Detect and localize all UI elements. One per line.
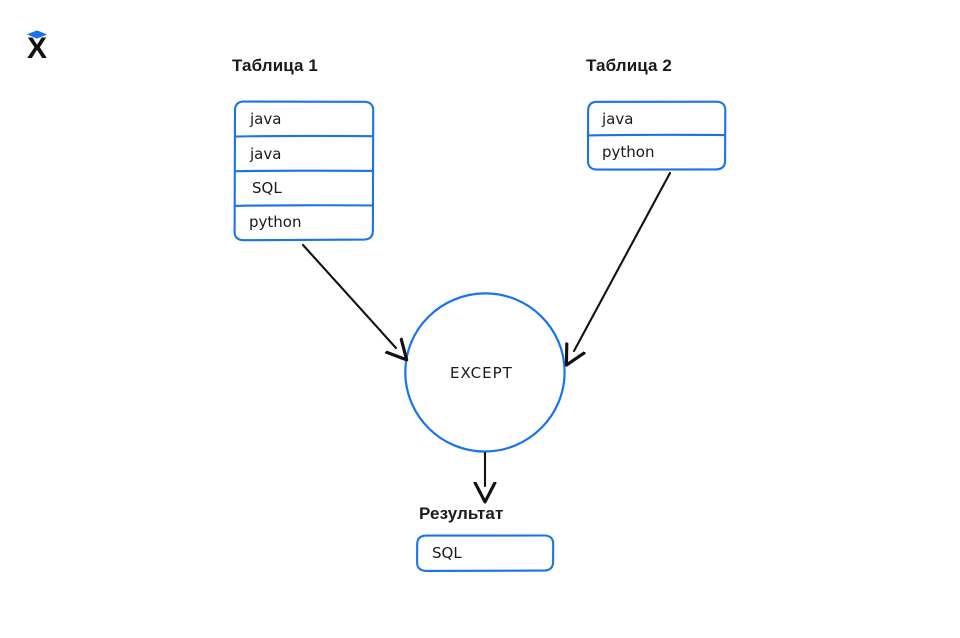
- table1-row-2[interactable]: [234, 172, 374, 206]
- table1-cell-3: python: [249, 213, 302, 231]
- table2-row-0[interactable]: [588, 101, 726, 136]
- table1-caption: Таблица 1: [232, 56, 318, 75]
- table1-row-0[interactable]: [234, 101, 374, 137]
- logo-letter: X: [26, 32, 47, 65]
- table1-row-3[interactable]: [234, 206, 374, 241]
- app-logo[interactable]: X: [20, 22, 54, 64]
- table1-cell-2: SQL: [252, 179, 282, 197]
- table2-caption: Таблица 2: [586, 56, 672, 75]
- table1-row-1[interactable]: [234, 137, 374, 172]
- operator-circle-shape: [404, 292, 566, 453]
- diamond-accent-icon: [26, 30, 48, 39]
- table1-cell-0: java: [250, 110, 282, 128]
- arrow-table2-to-operator: [574, 171, 672, 351]
- table2-shape: [586, 100, 727, 171]
- result-caption: Результат: [419, 504, 504, 523]
- operator-label: EXCEPT: [450, 364, 513, 382]
- table2-row-1[interactable]: [588, 136, 726, 170]
- table2-cell-1: python: [602, 143, 655, 161]
- arrow-table1-to-operator: [301, 243, 396, 348]
- result-box-shape: [416, 534, 555, 572]
- table1-cell-1: java: [250, 145, 282, 163]
- result-row-0[interactable]: [417, 535, 554, 571]
- operator-circle[interactable]: [406, 293, 565, 452]
- table1-shape: [233, 100, 375, 242]
- result-cell-0: SQL: [432, 544, 462, 562]
- table2-cell-0: java: [602, 110, 634, 128]
